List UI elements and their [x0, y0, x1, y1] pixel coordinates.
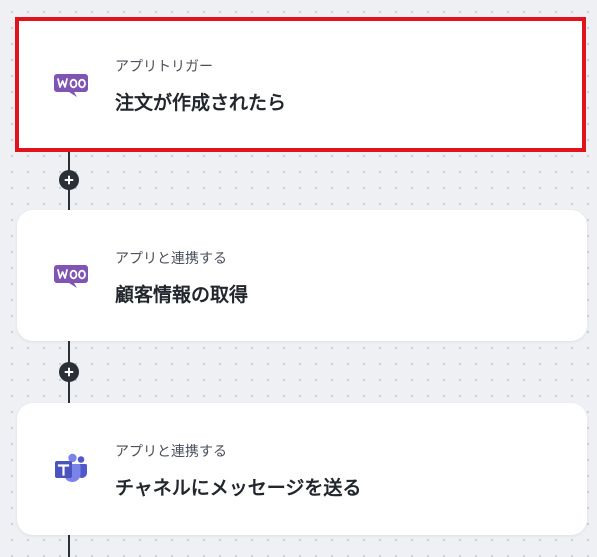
- microsoft-teams-icon: [51, 453, 91, 484]
- step-title: 顧客情報の取得: [115, 284, 249, 306]
- woocommerce-icon: [51, 261, 91, 291]
- add-step-button[interactable]: [59, 362, 79, 382]
- plus-icon: [64, 367, 74, 377]
- step-label: アプリと連携する: [115, 444, 227, 460]
- woocommerce-icon: [51, 70, 91, 100]
- step-title: 注文が作成されたら: [115, 92, 287, 114]
- step-card-action[interactable]: アプリと連携する チャネルにメッセージを送る: [17, 403, 587, 535]
- step-card-action[interactable]: アプリと連携する 顧客情報の取得: [17, 210, 587, 341]
- connector-line: [68, 535, 70, 557]
- step-label: アプリと連携する: [115, 251, 227, 267]
- plus-icon: [64, 175, 74, 185]
- step-label: アプリトリガー: [115, 59, 213, 75]
- step-title: チャネルにメッセージを送る: [115, 477, 362, 499]
- step-card-trigger[interactable]: アプリトリガー 注文が作成されたら: [15, 17, 586, 152]
- add-step-button[interactable]: [59, 170, 79, 190]
